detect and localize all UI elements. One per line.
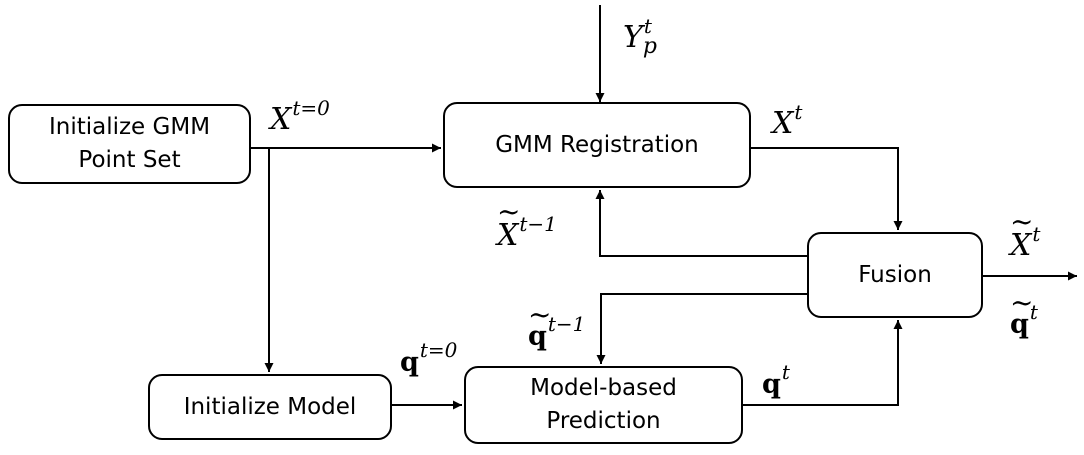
y-p-label: Ytp [623, 14, 657, 59]
arrow-registration-to-fusion [751, 147, 903, 230]
x-initial-label: Xt=0 [270, 96, 330, 137]
q-tilde-output-label: qt [1010, 289, 1038, 340]
x-tilde-previous-label: Xt−1 [497, 198, 557, 253]
arrow-prediction-to-fusion [743, 320, 903, 406]
gmm-registration-node: GMM Registration [443, 102, 751, 188]
initialize-gmm-node: Initialize GMM Point Set [8, 104, 251, 184]
q-initial-label: qt=0 [400, 338, 458, 378]
arrow-fusion-to-registration [595, 190, 807, 257]
q-tilde-previous-label: qt−1 [528, 301, 585, 352]
q-t-label: qt [762, 360, 790, 400]
x-t-label: Xt [772, 100, 803, 141]
x-tilde-output-label: Xt [1010, 208, 1040, 263]
fusion-node: Fusion [807, 232, 983, 318]
initialize-model-node: Initialize Model [148, 374, 392, 440]
model-based-prediction-node: Model-based Prediction [464, 366, 743, 444]
arrow-fusion-to-prediction [596, 293, 807, 364]
